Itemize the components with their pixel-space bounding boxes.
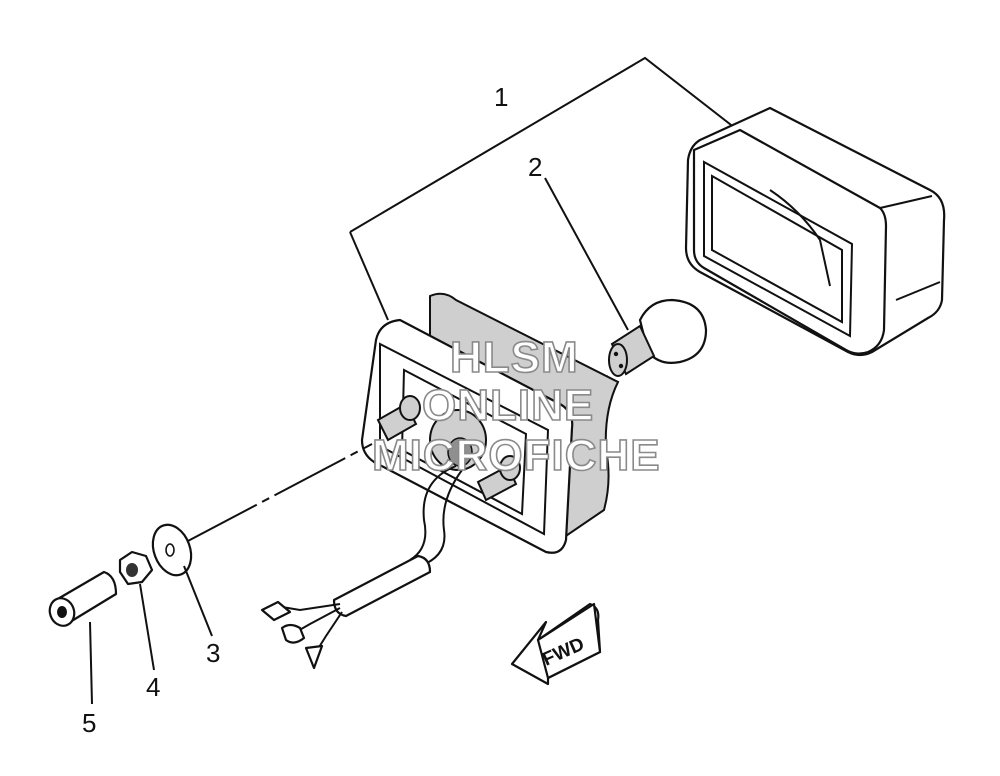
- callout-2: 2: [528, 152, 542, 182]
- tail-light-housing: [360, 292, 620, 554]
- callout-1: 1: [494, 82, 508, 112]
- part-1-leader: [349, 56, 736, 321]
- watermark-line2: ONLINE: [422, 381, 594, 430]
- housing-studs: [376, 395, 521, 502]
- tail-light-lens: [684, 106, 946, 357]
- wiring-harness: [260, 465, 463, 670]
- spacer-collar: [48, 570, 118, 627]
- mounting-axis-line: [185, 443, 373, 543]
- bulb: [608, 298, 708, 377]
- callout-4: 4: [146, 672, 160, 702]
- callout-5: 5: [82, 708, 96, 738]
- watermark: HLSM ONLINE MICROFICHE: [371, 332, 661, 481]
- washer: [151, 523, 193, 577]
- part-5-leader: [89, 621, 93, 705]
- part-3-leader: [183, 565, 213, 637]
- part-4-leader: [139, 583, 155, 671]
- watermark-line1: HLSM: [450, 333, 579, 382]
- nut: [118, 550, 154, 586]
- callout-3: 3: [206, 638, 220, 668]
- part-2-leader: [544, 177, 629, 331]
- forward-arrow: FWD: [510, 602, 602, 686]
- watermark-line3: MICROFICHE: [372, 431, 661, 480]
